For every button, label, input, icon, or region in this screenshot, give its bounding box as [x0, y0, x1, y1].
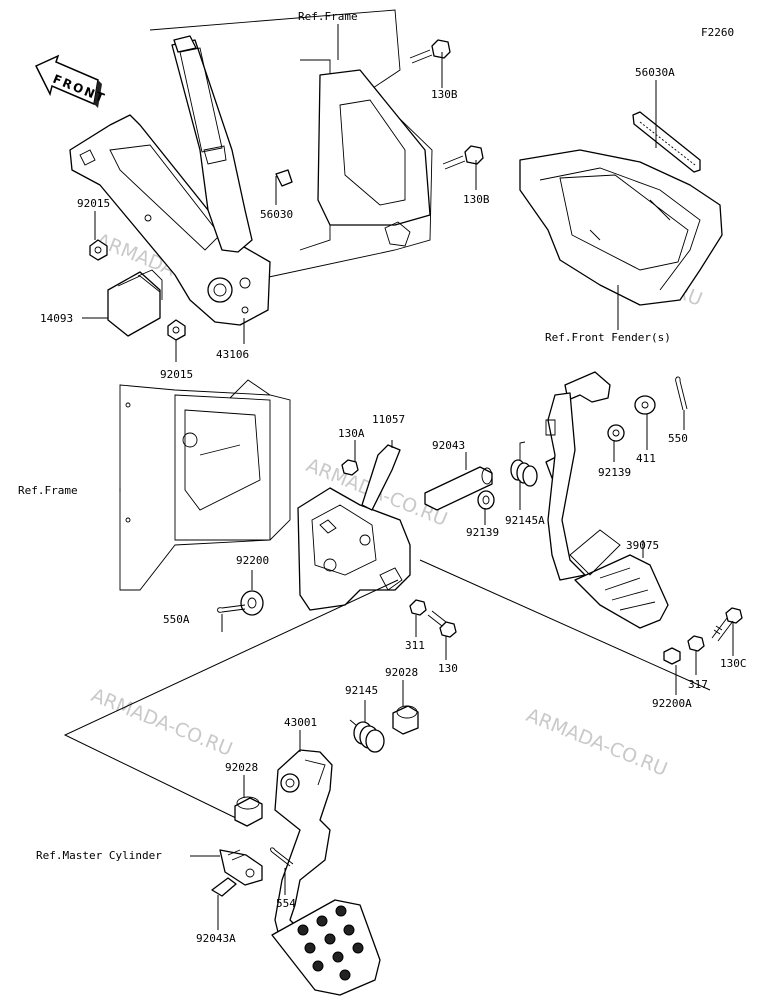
pedal-bracket [63, 441, 711, 821]
part-56030a: 56030A [635, 66, 675, 79]
part-92139-right: 92139 [598, 466, 631, 479]
frame-middle [119, 379, 291, 591]
front-arrow-icon: FRONT [34, 54, 108, 108]
parking-brake-assembly [69, 9, 484, 341]
part-43001: 43001 [284, 716, 317, 729]
part-92145: 92145 [345, 684, 378, 697]
front-fender-assembly [519, 111, 723, 306]
part-92015-lower: 92015 [160, 368, 193, 381]
watermark: ARMADA-CO.RU [88, 684, 235, 761]
ref-frame-left: Ref.Frame [18, 484, 78, 497]
part-labels: Ref.Frame 130B 130B 56030A 56030 92015 1… [18, 10, 747, 945]
part-39075: 39075 [626, 539, 659, 552]
part-411: 411 [636, 452, 656, 465]
spring-92145a [510, 441, 538, 487]
part-11057: 11057 [372, 413, 405, 426]
part-311: 311 [405, 639, 425, 652]
ref-frame-top: Ref.Frame [298, 10, 358, 23]
bolt-130c [711, 607, 743, 642]
part-43106: 43106 [216, 348, 249, 361]
accelerator-pedal [545, 371, 743, 665]
part-14093: 14093 [40, 312, 73, 325]
part-130: 130 [438, 662, 458, 675]
part-92043: 92043 [432, 439, 465, 452]
ref-front-fender: Ref.Front Fender(s) [545, 331, 671, 344]
part-56030: 56030 [260, 208, 293, 221]
bolt-130b-lower [442, 145, 484, 170]
part-92200a: 92200A [652, 697, 692, 710]
part-92015-upper: 92015 [77, 197, 110, 210]
watermark: ARMADA-CO.RU [523, 704, 670, 781]
part-92145a: 92145A [505, 514, 545, 527]
part-317: 317 [688, 678, 708, 691]
part-130b-lower: 130B [463, 193, 490, 206]
spring-92145 [349, 719, 385, 753]
bolt-130b-upper [409, 39, 451, 64]
part-130a: 130A [338, 427, 365, 440]
figure-code: F2260 [701, 26, 734, 39]
part-550a: 550A [163, 613, 190, 626]
part-92028-lower: 92028 [225, 761, 258, 774]
part-554: 554 [276, 897, 296, 910]
part-92043a: 92043A [196, 932, 236, 945]
part-92028-upper: 92028 [385, 666, 418, 679]
brake-pedal-assembly [211, 705, 419, 996]
part-130b-upper: 130B [431, 88, 458, 101]
watermarks: ARMADA-CO.RU ARMADA-CO.RU ARMADA-CO.RU A… [88, 229, 705, 781]
part-92139-center: 92139 [466, 526, 499, 539]
part-92200: 92200 [236, 554, 269, 567]
ref-master-cylinder: Ref.Master Cylinder [36, 849, 162, 862]
leader-lines [82, 24, 734, 930]
part-130c: 130C [720, 657, 747, 670]
part-550: 550 [668, 432, 688, 445]
